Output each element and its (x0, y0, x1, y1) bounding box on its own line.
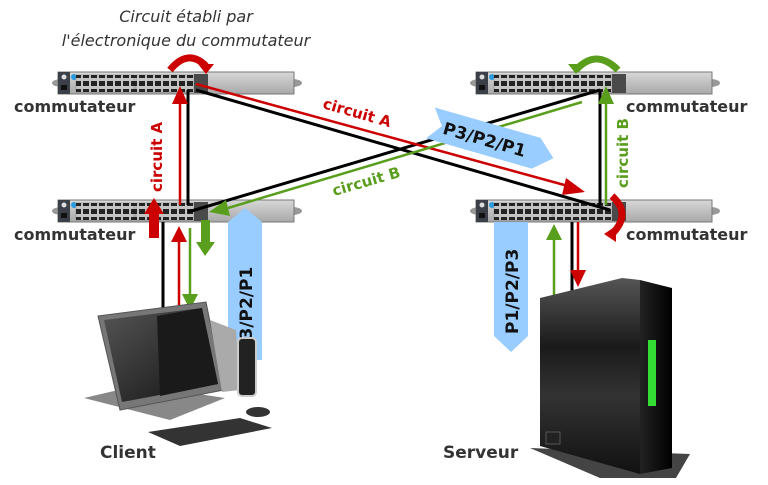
server-tower (530, 278, 690, 478)
switch-label-top-left: commutateur (14, 97, 136, 116)
circuit-b-path (182, 86, 614, 330)
switch-mid-left (51, 199, 303, 223)
packet-arrow-client: P3/P2/P1 (228, 208, 262, 360)
cable-topright-midleft (187, 88, 601, 214)
client-label: Client (100, 443, 156, 463)
circuit-b-label-diagonal: circuit B (330, 163, 402, 200)
circuit-b-label-vertical: circuit B (614, 118, 632, 188)
caption-line-2: l'électronique du commutateur (62, 31, 312, 50)
switch-top-left (51, 71, 303, 95)
server-label: Serveur (443, 443, 519, 463)
caption-line-1: Circuit établi par (119, 7, 254, 26)
packet-arrow-server: P1/P2/P3 (494, 222, 528, 352)
circuit-a-curve-arrowhead-mid (604, 226, 616, 242)
circuit-a-curve-arrowhead-top (198, 64, 214, 74)
switch-label-mid-right: commutateur (626, 225, 748, 244)
packet-label-server: P1/P2/P3 (503, 249, 523, 334)
circuit-a-path (171, 82, 586, 325)
circuit-a-curve-arrow-top (167, 54, 209, 73)
circuit-b-curve-arrowhead-top (568, 64, 584, 74)
switch-label-top-right: commutateur (626, 97, 748, 116)
client-computer (84, 301, 272, 446)
packet-label-client: P3/P2/P1 (237, 267, 257, 352)
circuit-a-up-arrow (144, 198, 164, 238)
cables (161, 88, 611, 330)
switch-mid-right (469, 199, 721, 223)
circuit-b-down-arrow (196, 220, 215, 256)
switch-top-right (469, 71, 721, 95)
circuit-a-label-diagonal: circuit A (321, 95, 394, 132)
switch-label-mid-left: commutateur (14, 225, 136, 244)
circuit-a-label-vertical: circuit A (148, 121, 166, 192)
cable-topleft-midright (195, 88, 611, 212)
